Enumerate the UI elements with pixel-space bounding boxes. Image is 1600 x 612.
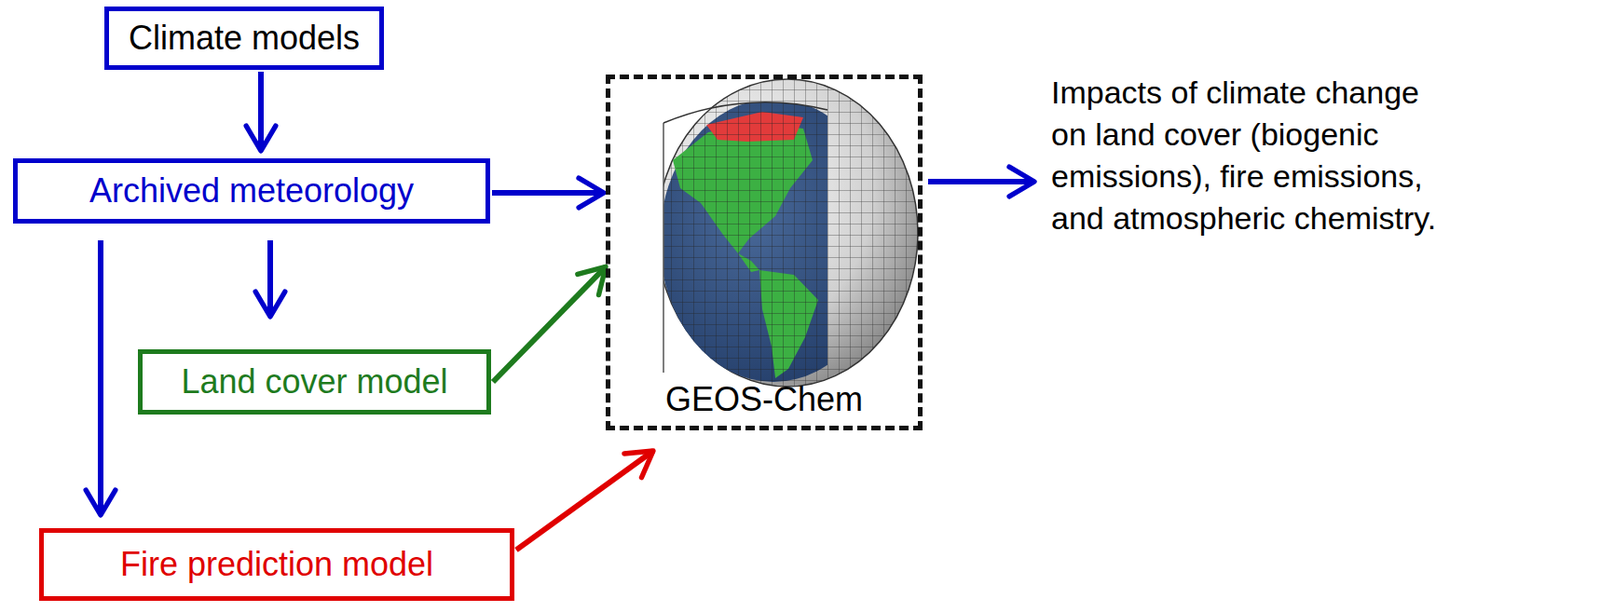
model-frame: GEOS-Chem [605, 74, 923, 431]
model-box: Climate models [104, 6, 384, 70]
flow-arrow [492, 190, 604, 196]
flow-arrow [267, 240, 274, 317]
flow-arrow [492, 266, 606, 383]
node-text: Fire prediction model [120, 545, 434, 584]
node-text: GEOS-Chem [665, 380, 863, 419]
data-box: Archived meteorology [13, 158, 491, 224]
node-text: Archived meteorology [89, 171, 414, 210]
node-text: Climate models [128, 18, 360, 57]
flow-arrow [97, 240, 104, 516]
cut-edge [662, 123, 665, 373]
globe-earth [659, 98, 888, 383]
outcome-note: Impacts of climate change on land cover … [1051, 71, 1443, 240]
model-box: Fire prediction model [39, 528, 515, 602]
flow-arrow [516, 451, 654, 550]
cut-edge [663, 102, 828, 124]
model-box: Land cover model [137, 349, 492, 415]
globe-shell [663, 79, 918, 387]
flow-arrow [258, 71, 264, 151]
node-text: Land cover model [180, 362, 448, 401]
output-arrow [928, 178, 1035, 185]
